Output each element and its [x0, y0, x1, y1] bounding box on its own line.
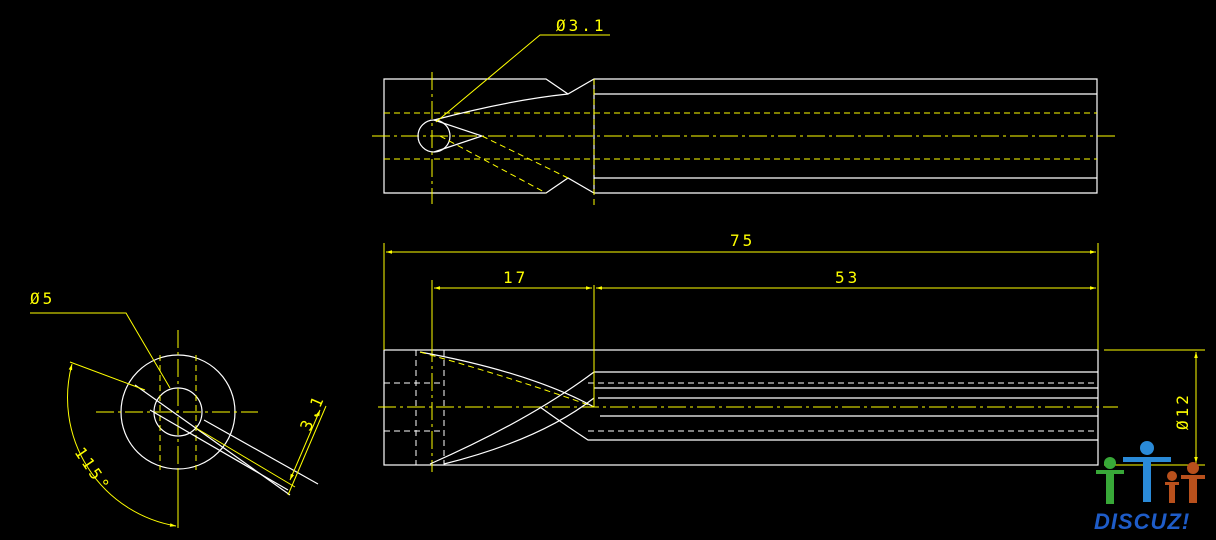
dim-side-dia: Ø12 — [1173, 392, 1192, 430]
side-view — [378, 285, 1118, 472]
watermark-text: DISCUZ! — [1094, 509, 1190, 534]
dim-top-bore: Ø3.1 — [556, 16, 607, 35]
people-icon — [1096, 441, 1205, 504]
dimension-lines — [383, 243, 1205, 466]
dim-tip-length: 17 — [503, 268, 528, 287]
dim-end-dia: Ø5 — [30, 289, 55, 308]
dim-shank-length: 53 — [835, 268, 860, 287]
dim-angle: 115° — [71, 444, 115, 497]
top-view — [372, 34, 1118, 205]
dim-overall-length: 75 — [730, 231, 755, 250]
end-view — [30, 312, 327, 528]
